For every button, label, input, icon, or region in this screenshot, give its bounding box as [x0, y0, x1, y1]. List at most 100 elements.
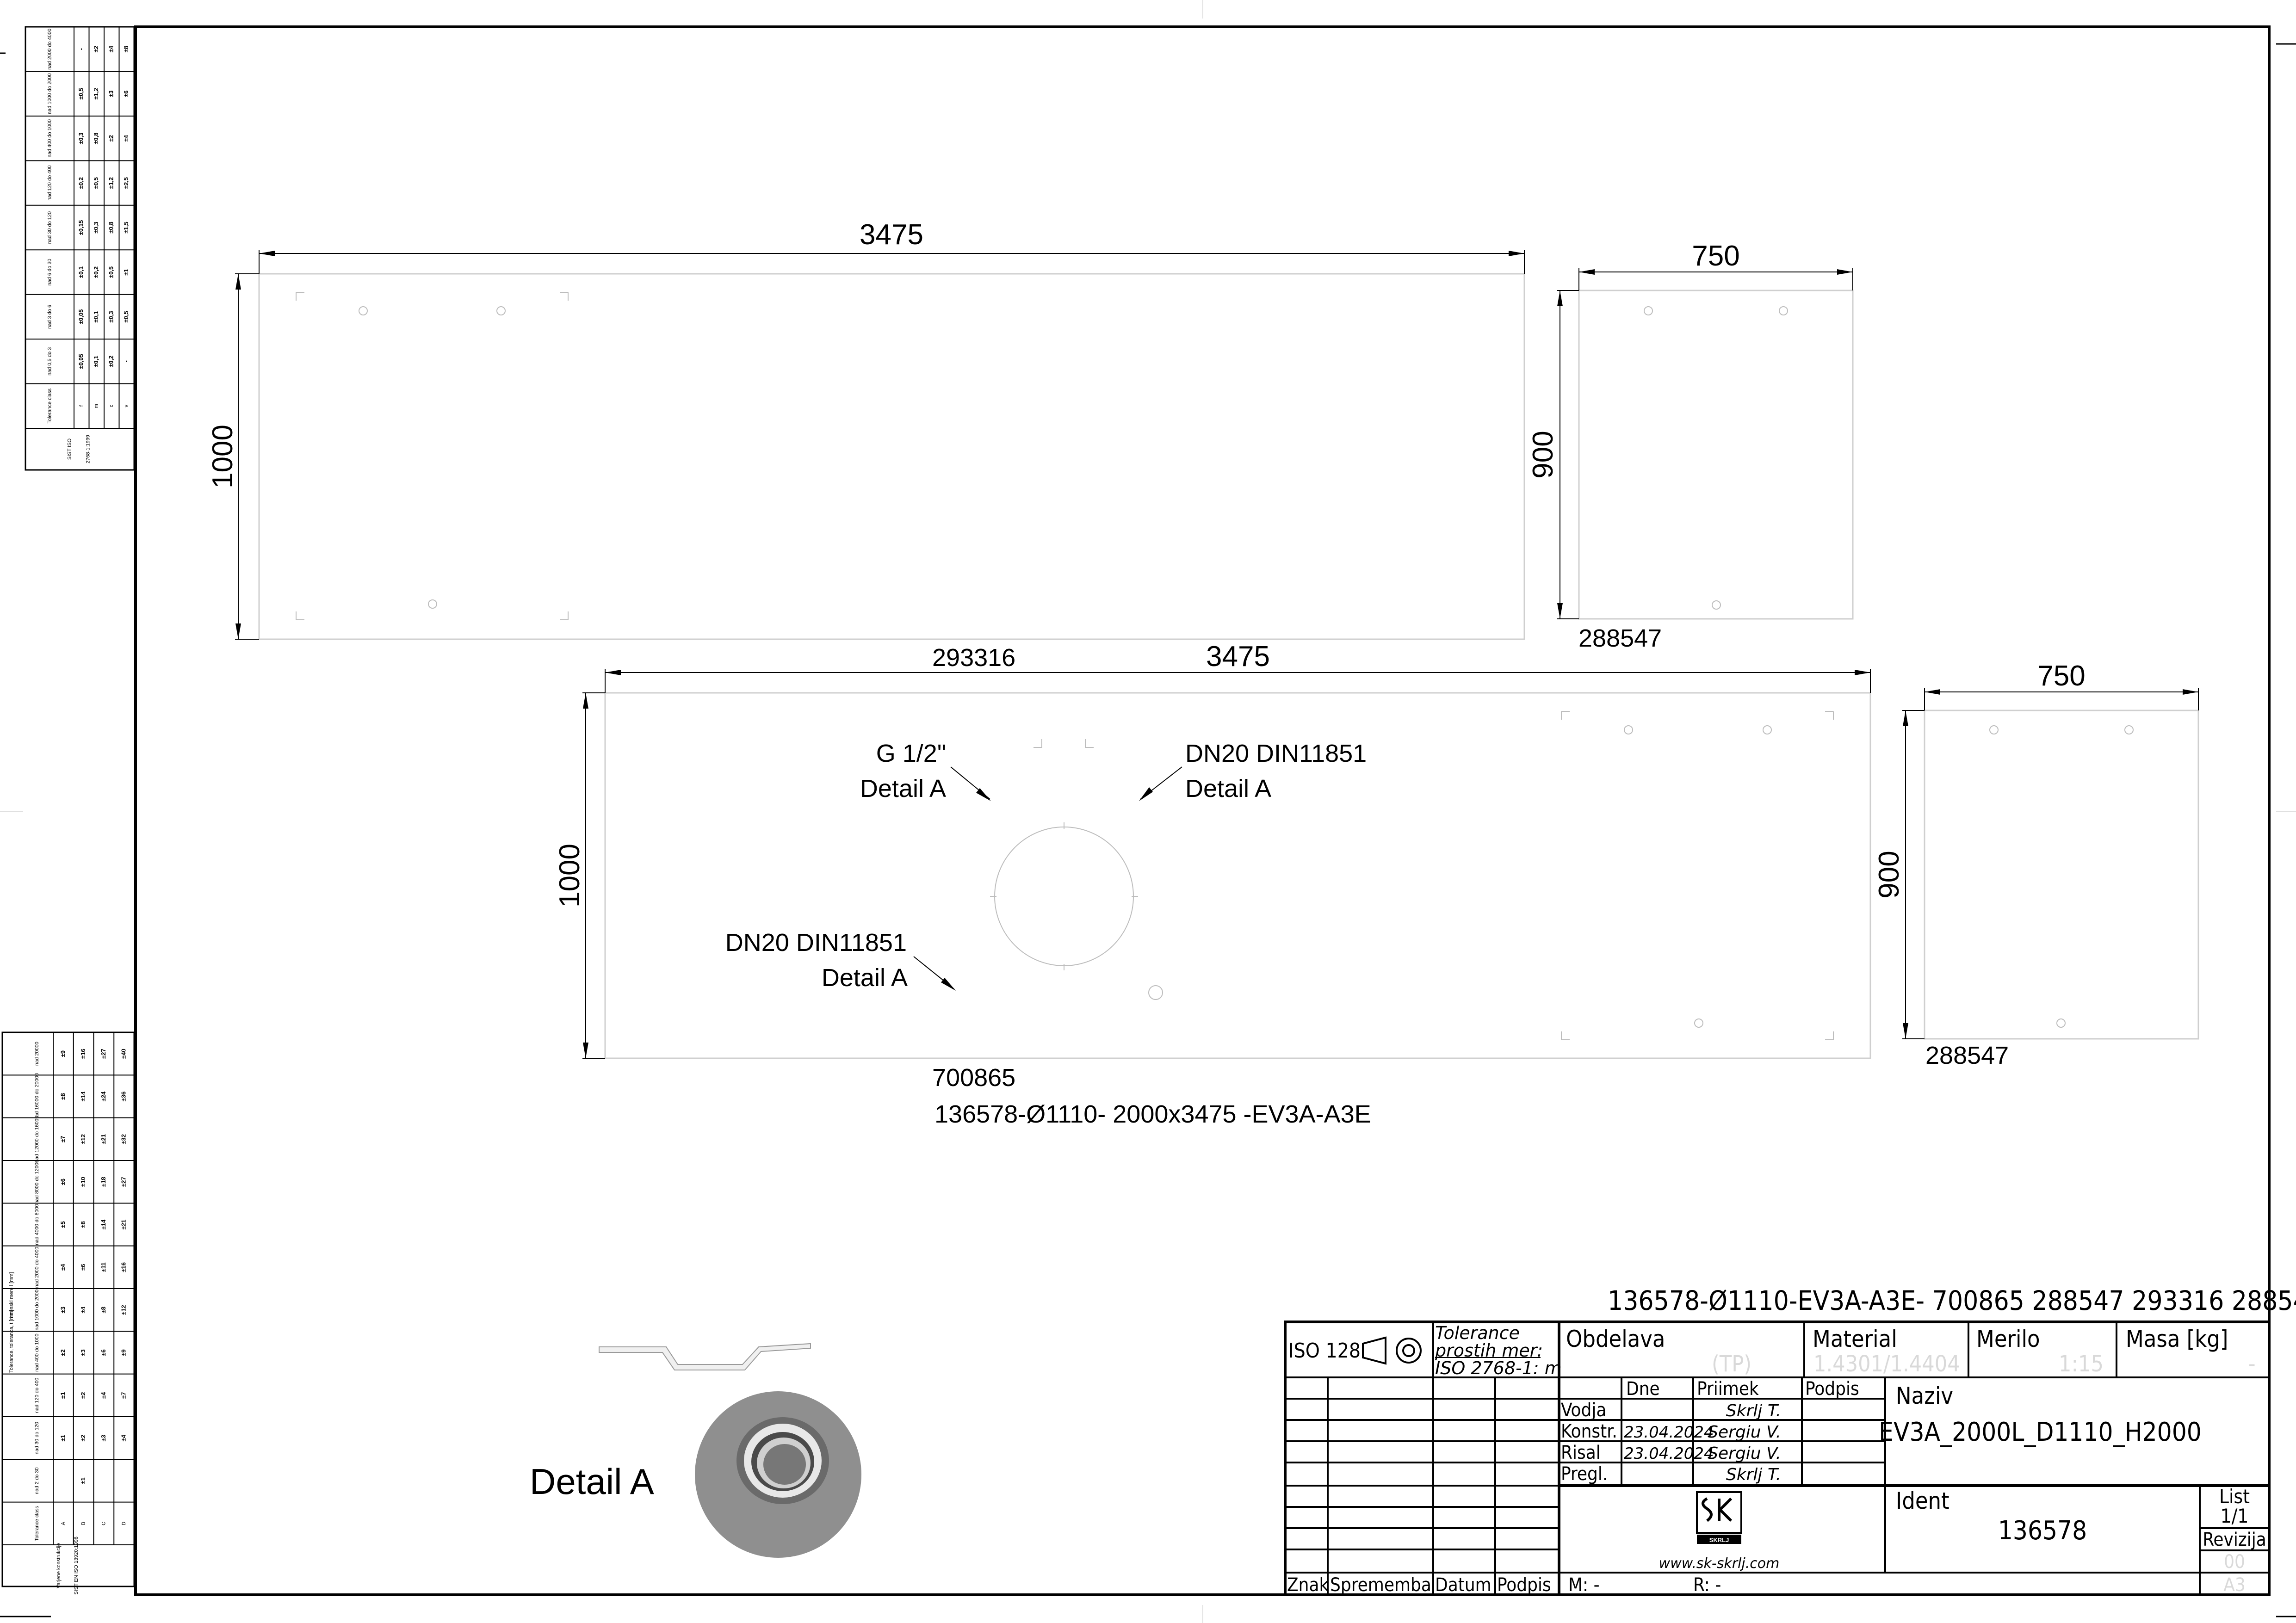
tol-bottom-cell-3-8: ±27	[120, 1177, 127, 1187]
tol-bottom-header-5: nad 1000 do 2000	[34, 1290, 40, 1331]
tol-top-cell-2-8: ±4	[108, 45, 115, 52]
tol-top-cell-1-4: ±0,3	[93, 222, 99, 233]
tb-ident: Ident	[1896, 1487, 1949, 1514]
tol-top-cell-2-1: ±0,2	[108, 356, 115, 367]
tol-bottom-cell-0-0: A	[61, 1522, 66, 1525]
tb-list: List	[2219, 1485, 2250, 1508]
tb-priimek: Priimek	[1697, 1378, 1759, 1400]
view-sheet2: 750 900 288547	[1527, 240, 1854, 652]
callout-g12-line2: Detail A	[860, 775, 946, 802]
tol-bottom-header-6: nad 2000 do 4000	[34, 1247, 40, 1288]
sheet3-height-dim: 1000	[554, 844, 586, 907]
tol-bottom-header-3: nad 120 do 400	[34, 1378, 40, 1413]
callout-g12: G 1/2" Detail A	[860, 740, 991, 802]
title-block: ISO 128 Tolerance prostih mer: ISO 2768-…	[1284, 1321, 2271, 1596]
tol-bottom-cell-1-6: ±6	[80, 1264, 87, 1271]
tol-bottom-cell-0-8: ±6	[59, 1179, 66, 1185]
tol-top-cell-1-3: ±0,2	[93, 266, 99, 278]
tol-top-header-7: nad 1000 do 2000	[47, 73, 52, 114]
tol-bottom-cell-1-11: ±16	[80, 1049, 87, 1059]
sheet3-width-dim: 3475	[1206, 641, 1270, 673]
tb-iso: ISO 128	[1288, 1339, 1361, 1363]
tb-naziv-val: EV3A_2000L_D1110_H2000	[1879, 1417, 2202, 1447]
tb-r-label: R: -	[1693, 1574, 1721, 1596]
callout-dn20-right-line2: Detail A	[1185, 775, 1271, 802]
tol-bottom-cell-3-3: ±7	[120, 1392, 127, 1399]
tol-bottom-header-2: nad 30 do 120	[34, 1422, 40, 1454]
tol-bottom-header-1: nad 2 do 30	[34, 1467, 40, 1494]
tol-bottom-cell-1-10: ±14	[80, 1091, 87, 1101]
tol-top-standard-1: SIST ISO	[67, 438, 72, 460]
drawing-frame	[134, 25, 2271, 1596]
tol-top-cell-0-4: ±0,15	[78, 220, 85, 235]
tol-bottom-cell-0-2: ±1	[59, 1435, 66, 1441]
tol-top-cell-0-2: ±0,05	[78, 309, 85, 324]
tol-bottom-header-8: nad 8000 do 12000	[34, 1160, 40, 1204]
tb-role-2: Risal	[1561, 1442, 1601, 1463]
sheet4-outline	[1924, 710, 2199, 1040]
tol-bottom-cell-2-8: ±18	[100, 1177, 107, 1187]
tol-top-header-3: nad 6 do 30	[47, 259, 52, 285]
tol-top-cell-1-2: ±0,1	[93, 311, 99, 322]
tol-top-cell-1-6: ±0,8	[93, 133, 99, 144]
tol-bottom-cell-3-4: ±9	[120, 1349, 127, 1356]
tol-bottom-cell-1-5: ±4	[80, 1306, 87, 1313]
callout-dn20-right: DN20 DIN11851 Detail A	[1139, 740, 1367, 802]
sheet2-outline	[1578, 290, 1854, 620]
tb-revizija: Revizija	[2203, 1529, 2266, 1550]
tol-top-cell-0-6: ±0,3	[78, 133, 85, 144]
sheet4-height-dim: 900	[1873, 851, 1905, 898]
tol-bottom-cell-2-6: ±11	[100, 1262, 107, 1272]
manhole-opening	[994, 827, 1134, 966]
tol-top-cell-3-8: ±8	[123, 46, 130, 52]
sheet3-outline	[604, 692, 1871, 1059]
tb-material: Material	[1813, 1326, 1897, 1352]
sheet1-outline	[258, 273, 1525, 640]
tol-top-header-1: nad 0,5 do 3	[47, 347, 52, 376]
tol-top-cell-3-4: ±1,5	[123, 222, 130, 233]
sheet2-height-dim: 900	[1527, 431, 1559, 478]
view-sheet3: 3475 293316 1000 700865 136578-Ø1110- 20…	[554, 641, 1871, 1128]
tb-obdelava: Obdelava	[1566, 1326, 1665, 1352]
tb-revizija-val: 00	[2224, 1551, 2245, 1573]
detail-a: Detail A	[530, 1343, 861, 1558]
tb-datum: Datum	[1435, 1574, 1491, 1596]
tb-m-label: M: -	[1568, 1574, 1600, 1596]
tol-top-cell-3-1: -	[123, 360, 130, 362]
tol-top-header-8: nad 2000 do 4000	[47, 29, 52, 70]
tb-merilo: Merilo	[1976, 1326, 2040, 1352]
tol-bottom-cell-2-11: ±27	[100, 1049, 107, 1059]
logo-text: SKRLJ	[1709, 1537, 1729, 1543]
tol-top-cell-0-1: ±0,05	[78, 354, 85, 369]
tol-bottom-group: Tolerance, toleranca, t [mm]	[9, 1310, 14, 1373]
view-sheet1: 3475 1000 293316	[207, 219, 1525, 672]
tb-name-1: Sergiu V.	[1708, 1423, 1781, 1442]
tb-list-val: 1/1	[2221, 1505, 2249, 1527]
tol-top-cell-2-4: ±0,8	[108, 222, 115, 233]
tol-top-cell-0-7: ±0,5	[78, 88, 85, 99]
projection-symbol-icon	[1362, 1336, 1386, 1365]
tb-sprememba: Sprememba	[1330, 1574, 1431, 1596]
tol-bottom-cell-2-2: ±3	[100, 1435, 107, 1441]
tb-dne: Dne	[1626, 1378, 1660, 1400]
callout-dn20-left: DN20 DIN11851 Detail A	[725, 929, 956, 992]
sheet1-height-dim: 1000	[207, 425, 239, 488]
sheet2-width-dim: 750	[1692, 240, 1739, 272]
callout-dn20-right-line1: DN20 DIN11851	[1185, 740, 1367, 767]
tol-top-cell-2-2: ±0,3	[108, 311, 115, 322]
tol-top-cell-1-8: ±2	[93, 46, 99, 52]
tol-bottom-cell-3-5: ±12	[120, 1305, 127, 1315]
tol-bottom-cell-1-2: ±2	[80, 1435, 87, 1441]
detail-a-section	[599, 1343, 811, 1370]
tol-bottom-standard: SIST EN ISO 13920:1996	[74, 1537, 79, 1595]
tb-obdelava-val: (TP)	[1712, 1351, 1751, 1377]
tol-bottom-cell-0-5: ±3	[59, 1307, 66, 1313]
tol-bottom-cell-3-9: ±32	[120, 1134, 127, 1144]
tb-name-2: Sergiu V.	[1708, 1444, 1781, 1463]
tb-role-3: Pregl.	[1561, 1463, 1608, 1485]
tol-bottom-cell-3-7: ±21	[120, 1220, 127, 1230]
tol-top-cell-3-5: ±2,5	[123, 177, 130, 189]
tol-bottom-cell-0-9: ±7	[59, 1136, 66, 1142]
